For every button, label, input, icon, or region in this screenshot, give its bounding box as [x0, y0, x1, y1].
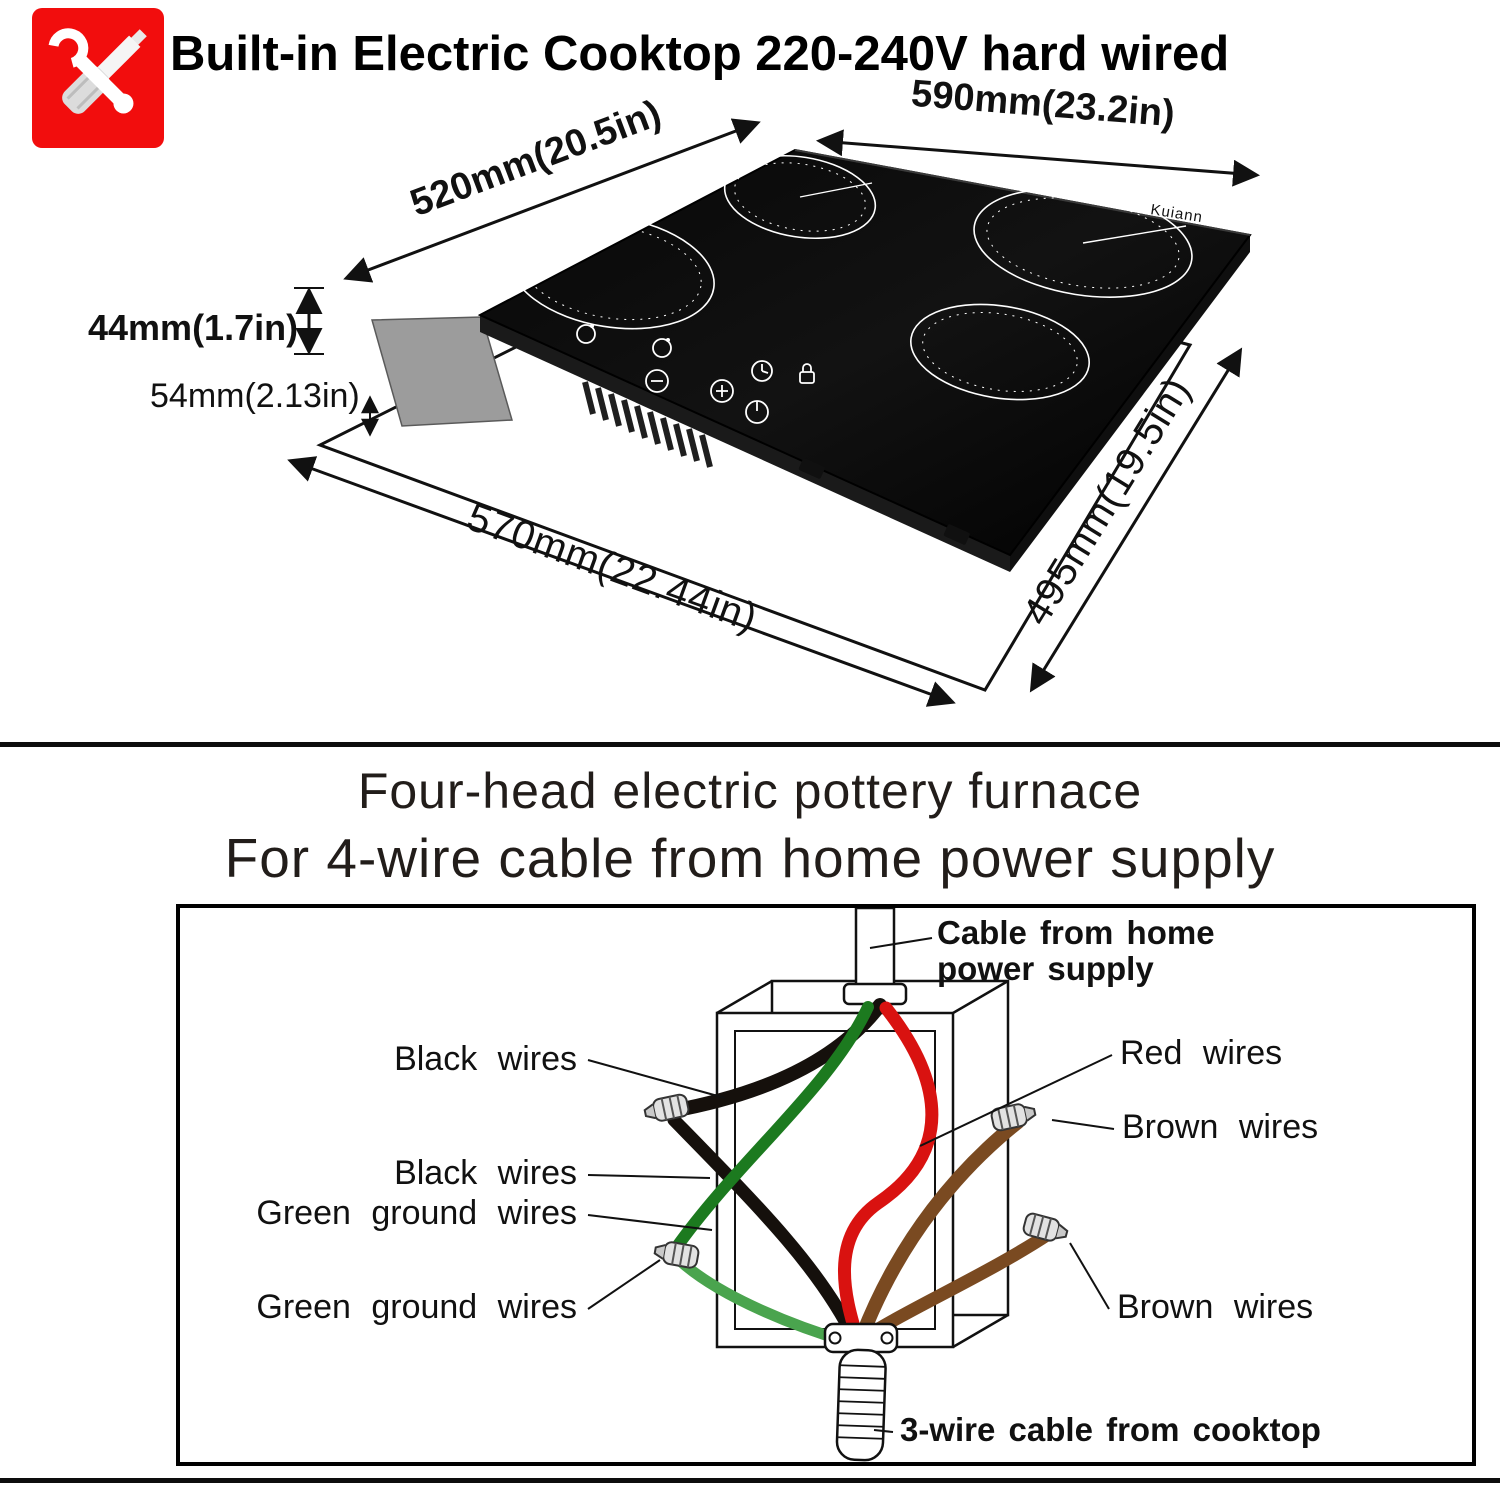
- wire-nuts: [643, 1093, 1069, 1269]
- label-brown-wires-top: Brown wires: [1122, 1108, 1318, 1146]
- label-black-wires-top: Black wires: [394, 1040, 577, 1078]
- lock-icon: [799, 371, 815, 384]
- wiring-heading-2: For 4-wire cable from home power supply: [224, 827, 1276, 889]
- tools-icon: [32, 8, 164, 148]
- label-cooktop-cable: 3-wire cable from cooktop: [900, 1411, 1321, 1448]
- tools-icon-art: [48, 28, 147, 114]
- bottom-cable: [835, 1348, 887, 1462]
- green-ground-wire-top: [670, 1001, 874, 1254]
- wiring-heading-1: Four-head electric pottery furnace: [357, 763, 1143, 819]
- cooktop-dimension-drawing: Kuiann 590mm(23.2in) 520mm(20.5in): [88, 73, 1261, 707]
- bottom-border-line: [0, 1478, 1500, 1483]
- wire-nut: [653, 1241, 700, 1269]
- burner-select-icon: [652, 338, 672, 358]
- touch-controls: [576, 324, 815, 424]
- label-cable-from-home-1: Cable from home: [937, 914, 1215, 951]
- label-green-ground-wires-top: Green ground wires: [256, 1194, 577, 1232]
- box-edge: [952, 1313, 1009, 1349]
- label-cable-from-home-2: power supply: [937, 950, 1154, 987]
- box-edge: [952, 979, 1009, 1015]
- section-divider: [0, 742, 1500, 747]
- leader-lines: [587, 937, 1115, 1433]
- dim-label-44: 44mm(1.7in): [88, 307, 298, 348]
- wiring-diagram-box: Cable from home power supply Black wires…: [176, 904, 1476, 1466]
- burner-right-large: [973, 188, 1193, 298]
- wire-nut: [1022, 1212, 1069, 1242]
- dim-label-54: 54mm(2.13in): [150, 377, 360, 415]
- dim-arrow-590: [815, 129, 1261, 187]
- wire-nut: [990, 1103, 1037, 1132]
- dim-arrow-495: [1029, 347, 1243, 693]
- black-wire-bottom: [667, 1113, 862, 1347]
- label-red-wires: Red wires: [1120, 1034, 1282, 1072]
- top-conduit: [842, 906, 908, 1006]
- label-green-ground-wires-bottom: Green ground wires: [256, 1288, 577, 1326]
- wrench-icon: [48, 28, 134, 114]
- brown-wire-top: [855, 1115, 1025, 1343]
- dim-arrow-520: [343, 118, 761, 283]
- label-brown-wires-bottom: Brown wires: [1117, 1288, 1313, 1326]
- page-title: Built-in Electric Cooktop 220-240V hard …: [170, 27, 1230, 81]
- burner-select-icon: [576, 324, 596, 344]
- dim-arrow-570: [287, 456, 956, 707]
- minus-icon: [645, 369, 669, 393]
- wiring-diagram: Cable from home power supply Black wires…: [256, 906, 1321, 1462]
- red-wire: [838, 1001, 939, 1341]
- cooktop-chassis: [371, 316, 513, 427]
- wire-nut: [643, 1093, 690, 1122]
- box-edge: [716, 979, 773, 1015]
- plus-icon: [710, 379, 734, 403]
- timer-icon: [751, 360, 773, 382]
- dim-label-590: 590mm(23.2in): [910, 73, 1176, 136]
- label-black-wires-mid: Black wires: [394, 1154, 577, 1192]
- cable-clamp: [823, 1322, 899, 1354]
